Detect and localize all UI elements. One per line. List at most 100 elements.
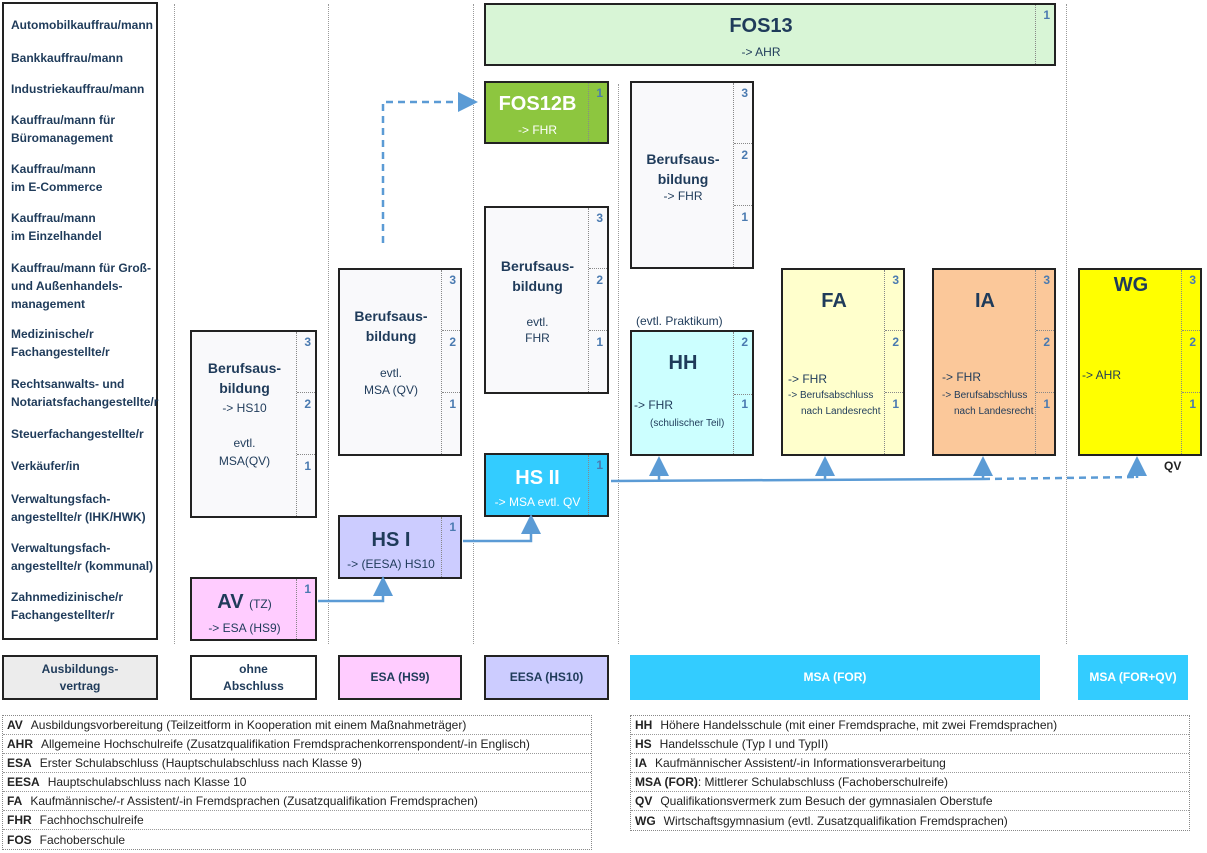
year-number: 1: [596, 335, 603, 349]
box-title: Berufsaus- bildung: [646, 151, 720, 187]
year-number: 2: [1189, 335, 1196, 349]
box-subtitle: -> AHR: [741, 45, 781, 59]
box-subtitle: -> ESA (HS9): [208, 621, 281, 635]
diploma-msa-for-qv: MSA (FOR+QV): [1078, 655, 1188, 700]
year-number: 3: [449, 273, 456, 287]
profession-item: Zahnmedizinische/r Fachangestellter/r: [11, 590, 124, 622]
hh-box: 2 1 HH -> FHR (schulischer Teil): [630, 330, 754, 456]
year-number: 2: [596, 273, 603, 287]
box-subtitle: nach Landesrecht: [801, 406, 881, 417]
profession-item: Kauffrau/mann für Groß- und Außenhandels…: [11, 261, 151, 311]
year-number: 3: [304, 335, 311, 349]
year-number: 1: [741, 397, 748, 411]
box-subtitle: evtl.: [233, 436, 256, 450]
profession-item: Kauffrau/mann im Einzelhandel: [11, 211, 102, 243]
arrow-hs1-to-hs2: [463, 514, 541, 543]
arrow-ba-to-fos12b: [381, 92, 478, 243]
box-subtitle: -> FHR: [663, 189, 703, 203]
hs1-box: 1 HS I -> (EESA) HS10: [338, 515, 462, 579]
arrow-av-to-hs1: [318, 576, 393, 603]
berufsausbildung-box: 3 2 1 Berufsaus- bildung evtl. FHR: [484, 206, 609, 394]
box-subtitle: -> FHR: [518, 123, 557, 137]
box-subtitle: MSA (QV): [363, 383, 418, 397]
profession-item: Industriekauffrau/mann: [11, 82, 145, 96]
year-number: 1: [596, 458, 603, 472]
box-title: Berufsaus- bildung: [354, 308, 428, 344]
profession-item: Kauffrau/mann für Büromanagement: [11, 113, 116, 145]
box-subtitle: -> FHR: [788, 372, 827, 386]
column-divider: [174, 4, 175, 644]
box-title: FOS12B: [498, 93, 577, 115]
diploma-eesa: EESA (HS10): [484, 655, 609, 700]
fa-box: 3 2 1 FA -> FHR -> Berufsabschluss nach …: [781, 268, 905, 456]
year-number: 1: [1189, 397, 1196, 411]
year-number: 3: [596, 211, 603, 225]
berufsausbildung-box: 3 2 1 Berufsaus- bildung -> FHR: [630, 81, 754, 269]
year-number: 3: [892, 273, 899, 287]
professions-list: Automobilkauffrau/mann Bankkauffrau/mann…: [2, 2, 158, 640]
year-number: 1: [304, 459, 311, 473]
box-subtitle: nach Landesrecht: [954, 406, 1034, 417]
arrow-hs2-to-wg: [982, 475, 1138, 481]
fos13-box: 1 FOS13 -> AHR: [484, 3, 1056, 66]
box-subtitle: -> AHR: [1082, 368, 1122, 382]
column-divider: [1066, 4, 1067, 644]
profession-item: Steuerfachangestellte/r: [11, 427, 144, 441]
box-subtitle: -> (EESA) HS10: [347, 557, 435, 571]
arrow-hs2-to-options: [610, 477, 984, 483]
box-subtitle: -> FHR: [634, 398, 673, 412]
profession-item: Kauffrau/mann im E-Commerce: [11, 162, 103, 194]
year-number: 1: [741, 210, 748, 224]
diploma-msa-for: MSA (FOR): [630, 655, 1040, 700]
column-divider: [473, 4, 474, 644]
fos12b-box: 1 FOS12B -> FHR: [484, 81, 609, 144]
year-number: 1: [1043, 397, 1050, 411]
ia-box: 3 2 1 IA -> FHR -> Berufsabschluss nach …: [932, 268, 1056, 456]
box-title: FA: [821, 290, 847, 312]
box-title: Berufsaus- bildung: [500, 258, 575, 294]
profession-item: Verwaltungsfach- angestellte/r (kommunal…: [11, 541, 154, 573]
year-number: 1: [1043, 8, 1050, 22]
box-subtitle: -> Berufsabschluss: [788, 390, 874, 401]
box-subtitle: -> MSA evtl. QV: [494, 495, 581, 509]
year-number: 3: [1189, 273, 1196, 287]
box-title: FOS13: [729, 15, 793, 37]
hs2-box: 1 HS II -> MSA evtl. QV: [484, 453, 609, 517]
year-number: 1: [449, 520, 456, 534]
diploma-ohne-abschluss: ohne Abschluss: [190, 655, 317, 700]
year-number: 3: [741, 86, 748, 100]
av-box: 1 AV (TZ) -> ESA (HS9): [190, 577, 317, 641]
year-number: 1: [892, 397, 899, 411]
diploma-ausbildungsvertrag: Ausbildungs- vertrag: [2, 655, 158, 700]
wg-box: 3 2 1 WG -> AHR: [1078, 268, 1202, 456]
box-title: AV: [217, 591, 244, 613]
year-number: 1: [304, 582, 311, 596]
legend-row: MSA (FOR): Mittlerer Schulabschluss (Fac…: [631, 773, 1189, 792]
berufsausbildung-box: 3 2 1 Berufsaus- bildung evtl. MSA (QV): [338, 268, 462, 456]
wg-qv-note: QV: [1164, 459, 1182, 473]
box-subtitle: -> HS10: [222, 401, 267, 415]
box-title: WG: [1113, 274, 1149, 296]
profession-item: Bankkauffrau/mann: [11, 51, 124, 65]
box-subtitle: (schulischer Teil): [650, 418, 725, 429]
box-title: HS I: [371, 529, 411, 551]
box-title: HH: [668, 352, 698, 374]
box-title: HS II: [515, 467, 560, 489]
year-number: 2: [449, 335, 456, 349]
profession-item: Automobilkauffrau/mann: [11, 18, 154, 32]
year-number: 2: [741, 148, 748, 162]
box-title: Berufsaus- bildung: [207, 360, 282, 396]
profession-item: Rechtsanwalts- und Notariatsfachangestel…: [11, 377, 159, 409]
year-number: 1: [596, 86, 603, 100]
